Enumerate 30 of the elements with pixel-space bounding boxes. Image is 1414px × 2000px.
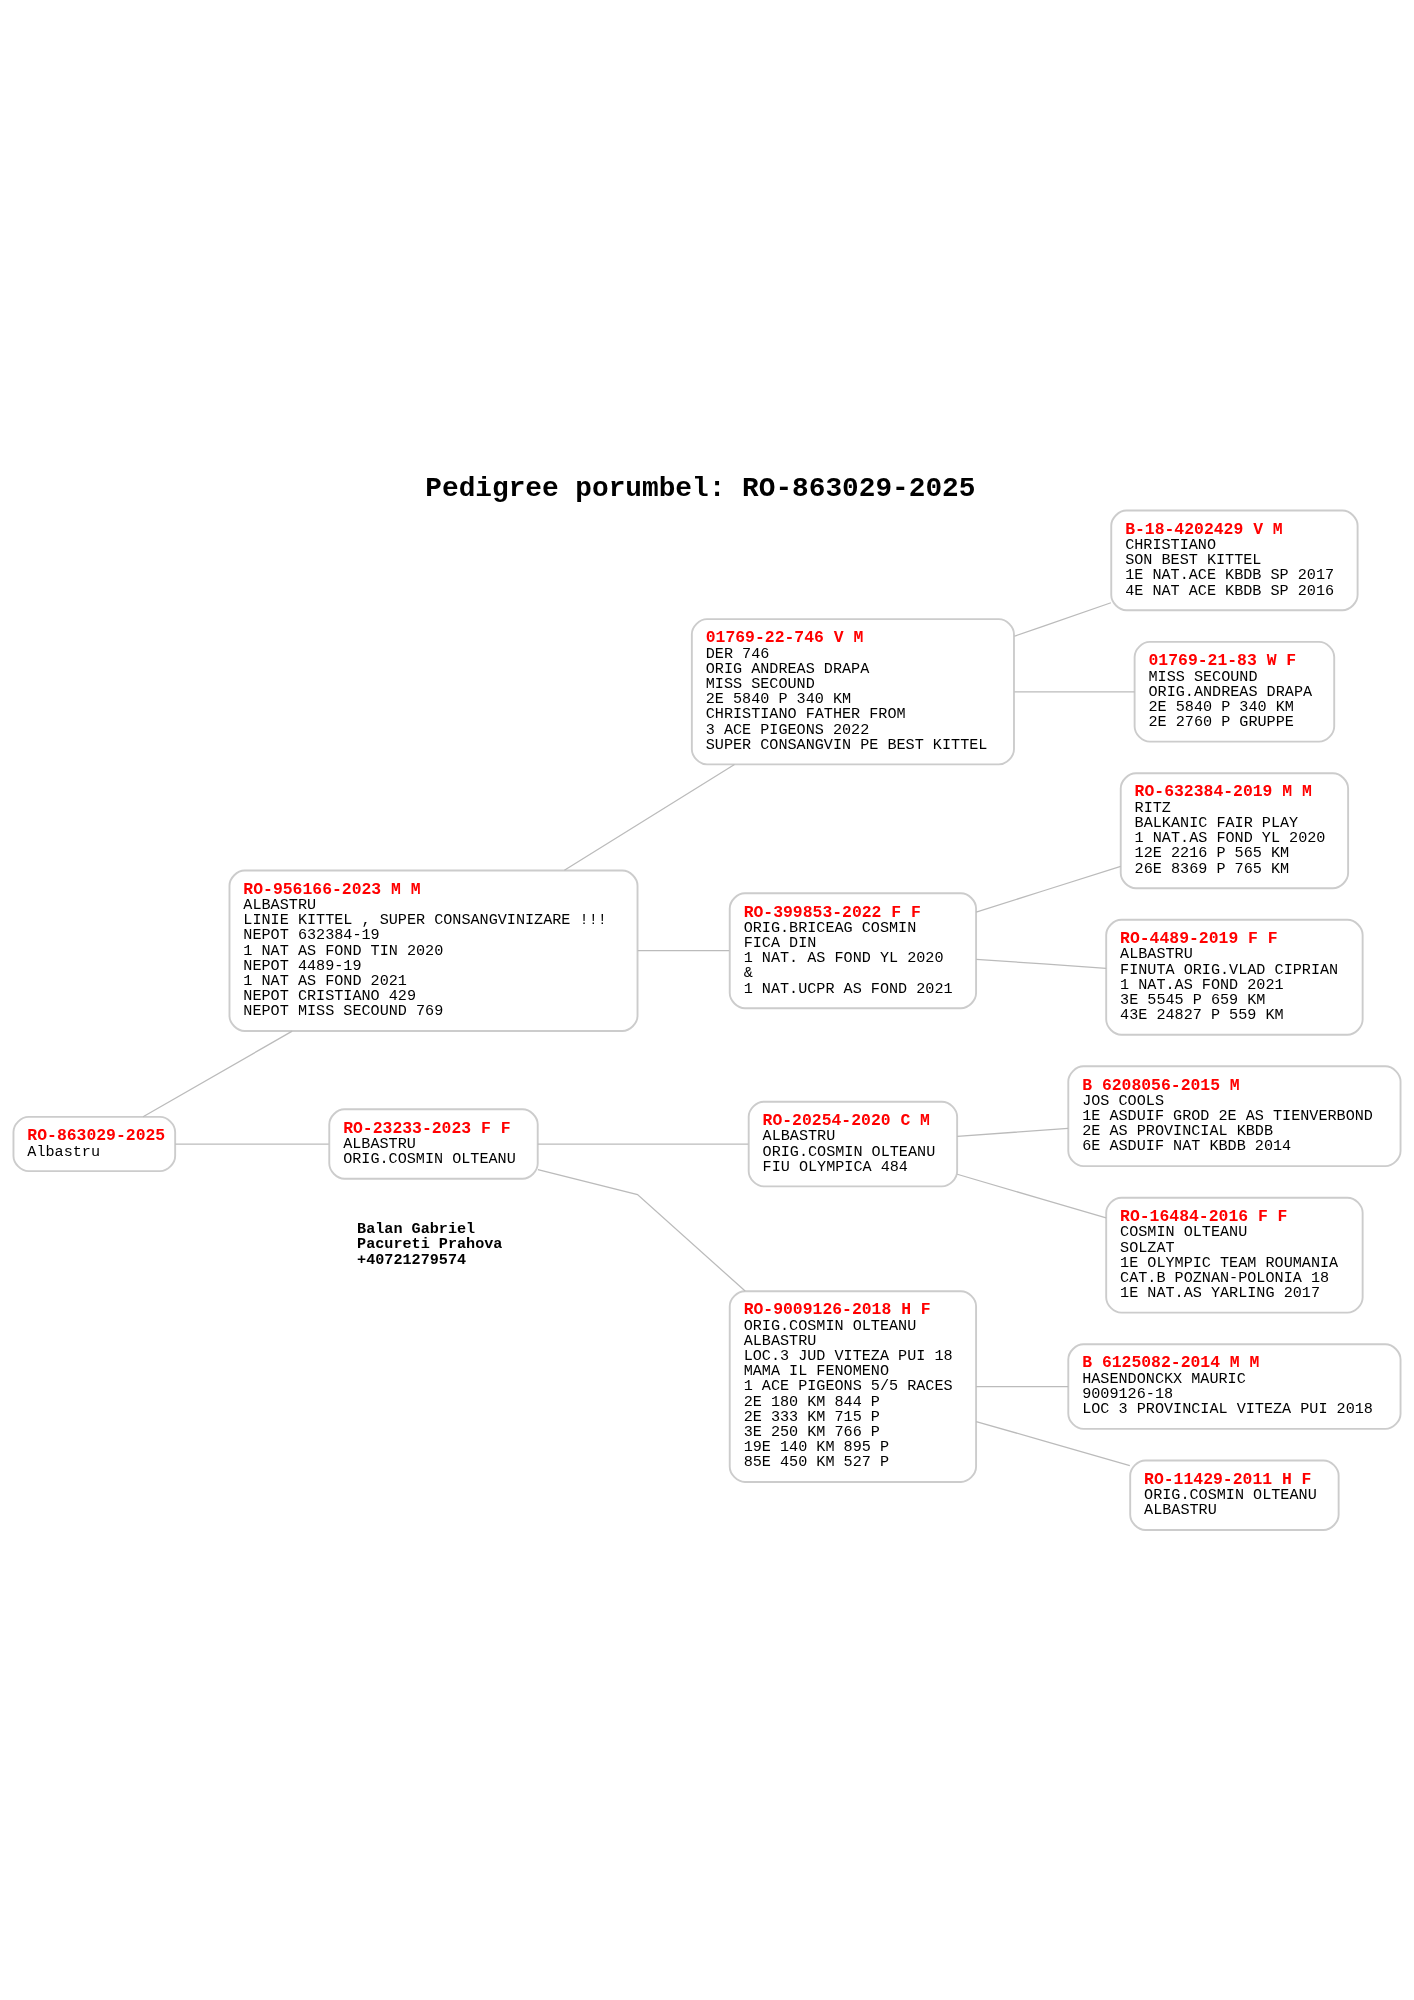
node-box: B 6125082-2014 M M HASENDONCKX MAURIC 9009126-18 LOC 3 PROVINCIAL VITEZA PUI 2018 <box>1067 1343 1402 1430</box>
node-box: 01769-21-83 W F MISS SECOUND ORIG.ANDREAS DRAPA 2E 5840 P 340 KM 2E 2760 P GRUPPE <box>1133 640 1336 743</box>
connector <box>1013 691 1136 693</box>
connector <box>956 1173 1107 1219</box>
connector <box>975 958 1107 969</box>
connector <box>975 1420 1131 1467</box>
node-box: RO-956166-2023 M M ALBASTRU LINIE KITTEL , SUPER CONSANGVINIZARE !!! NEPOT 632384-19 1 NAT AS FOND TIN 2020 NEPOT 4489-19 1 NAT AS FOND 2021 NEPOT CRISTIANO 429 NEPOT MISS SECOUND 769 <box>228 869 639 1032</box>
node-box: RO-16484-2016 F F COSMIN OLTEANU SOLZAT 1E OLYMPIC TEAM ROUMANIA CAT.B POZNAN-POLONIA 18 1E NAT.AS YARLING 2017 <box>1105 1196 1364 1314</box>
diagram-title: Pedigree porumbel: RO-863029-2025 <box>425 473 976 505</box>
node-box: B 6208056-2015 M JOS COOLS 1E ASDUIF GROD 2E AS TIENVERBOND 2E AS PROVINCIAL KBDB 6E ASDUIF NAT KBDB 2014 <box>1067 1065 1402 1168</box>
connector <box>142 1030 293 1118</box>
connector <box>1013 602 1112 637</box>
node-box: B-18-4202429 V M CHRISTIANO SON BEST KITTEL 1E NAT.ACE KBDB SP 2017 4E NAT ACE KBDB SP 2016 <box>1110 509 1359 612</box>
node-box: RO-23233-2023 F F ALBASTRU ORIG.COSMIN OLTEANU <box>328 1108 539 1180</box>
connector <box>174 1143 330 1145</box>
node-box: RO-20254-2020 C M ALBASTRU ORIG.COSMIN OLTEANU FIU OLYMPICA 484 <box>747 1100 959 1188</box>
connector <box>537 1143 749 1145</box>
node-box: RO-9009126-2018 H F ORIG.COSMIN OLTEANU ALBASTRU LOC.3 JUD VITEZA PUI 18 MAMA IL FENOMENO 1 ACE PIGEONS 5/5 RACES 2E 180 KM 844 P 2E 333 KM 715 P 3E 250 KM 766 P 19E 140 KM 895 P 85E 450 KM 527 P <box>728 1290 978 1483</box>
node-box: RO-11429-2011 H F ORIG.COSMIN OLTEANU ALBASTRU <box>1129 1459 1340 1531</box>
node-box: RO-632384-2019 M M RITZ BALKANIC FAIR PLAY 1 NAT.AS FOND YL 2020 12E 2216 P 565 KM 26E 8369 P 765 KM <box>1119 772 1350 890</box>
node-box: RO-399853-2022 F F ORIG.BRICEAG COSMIN FICA DIN 1 NAT. AS FOND YL 2020 & 1 NAT.UCPR AS FOND 2021 <box>728 892 978 1010</box>
connector <box>975 1385 1069 1388</box>
connector <box>563 763 736 871</box>
node-box: 01769-22-746 V M DER 746 ORIG ANDREAS DRAPA MISS SECOUND 2E 5840 P 340 KM CHRISTIANO FATHER FROM 3 ACE PIGEONS 2022 SUPER CONSANGVIN PE BEST KITTEL <box>690 618 1015 766</box>
connector <box>975 865 1122 913</box>
connector <box>537 1169 746 1292</box>
node-box: RO-863029-2025 Albastru <box>12 1115 177 1173</box>
connector <box>956 1127 1069 1138</box>
connector <box>637 950 730 952</box>
node-box: RO-4489-2019 F F ALBASTRU FINUTA ORIG.VLAD CIPRIAN 1 NAT.AS FOND 2021 3E 5545 P 659 KM 43E 24827 P 559 KM <box>1105 918 1364 1036</box>
